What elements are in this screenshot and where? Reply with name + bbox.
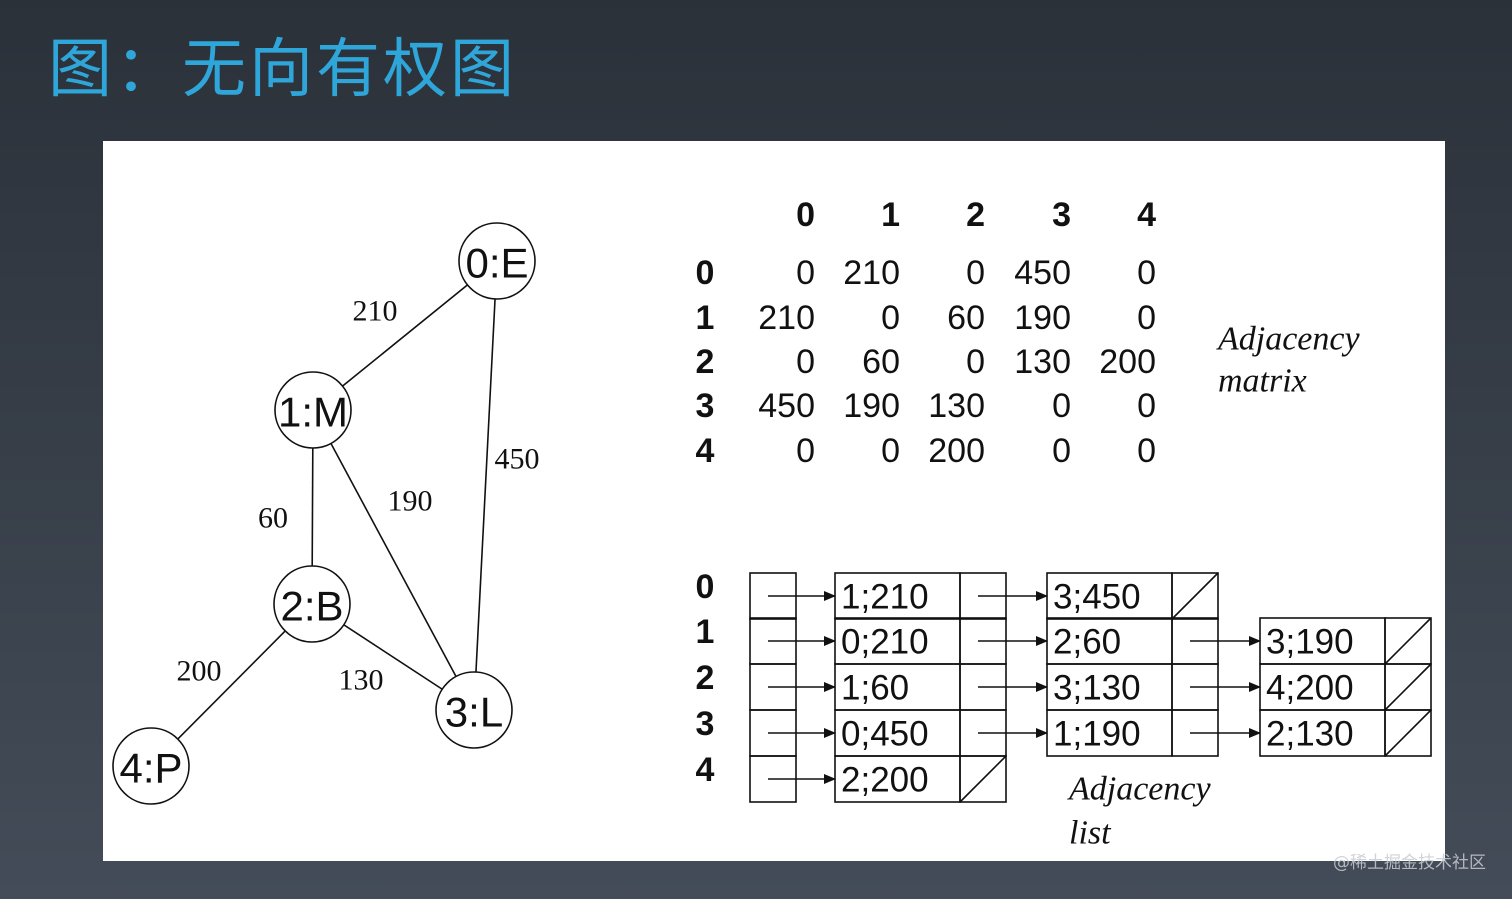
edge-weight-label: 450 xyxy=(495,443,540,476)
matrix-cell: 0 xyxy=(1137,299,1156,337)
list-entry: 1;190 xyxy=(1053,715,1141,754)
matrix-cell: 200 xyxy=(928,432,985,470)
matrix-cell: 0 xyxy=(796,254,815,292)
null-pointer-slash xyxy=(1384,663,1432,711)
adjacency-list: 0 1 2 3 4 1;210 3;450 0;210 2;60 3;190 1;60 3;130 4;… xyxy=(696,568,1432,852)
matrix-row-header: 1 xyxy=(696,299,715,337)
matrix-row-header: 0 xyxy=(696,254,715,292)
list-entry: 3;190 xyxy=(1266,623,1354,662)
null-pointer-slash xyxy=(1384,709,1432,757)
matrix-cell: 0 xyxy=(796,432,815,470)
matrix-cell: 0 xyxy=(881,299,900,337)
matrix-row-header: 4 xyxy=(696,432,715,470)
node-label: 3:L xyxy=(445,689,503,736)
adjacency-matrix: 0 1 2 3 4 0 1 2 3 4 0 210 0 450 0 210 0 60 190 0 0 60 0 130 200 4… xyxy=(696,196,1361,470)
matrix-cell: 60 xyxy=(947,299,985,337)
matrix-cell: 60 xyxy=(862,343,900,381)
node-circle xyxy=(112,727,190,805)
matrix-cell: 200 xyxy=(1099,343,1156,381)
matrix-col-header: 1 xyxy=(881,196,900,234)
matrix-caption-line2: matrix xyxy=(1218,363,1307,400)
list-row-header: 2 xyxy=(696,659,715,697)
list-caption-line1: Adjacency xyxy=(1067,771,1211,808)
matrix-cell: 210 xyxy=(843,254,900,292)
list-entry: 3;130 xyxy=(1053,669,1141,708)
edge-1-3 xyxy=(312,409,475,711)
slide-title: 图：无向有权图 xyxy=(48,33,517,107)
matrix-cell: 450 xyxy=(758,387,815,425)
node-circle xyxy=(435,671,513,749)
matrix-cell: 210 xyxy=(758,299,815,337)
list-entry: 2;200 xyxy=(841,761,929,800)
matrix-col-header: 4 xyxy=(1137,196,1156,234)
list-entry: 0;210 xyxy=(841,623,929,662)
matrix-col-header: 0 xyxy=(796,196,815,234)
list-row-header: 1 xyxy=(696,613,715,651)
matrix-row-header: 2 xyxy=(696,343,715,381)
node-label: 4:P xyxy=(119,745,182,792)
matrix-cell: 0 xyxy=(1052,432,1071,470)
list-row-header: 4 xyxy=(696,751,715,789)
matrix-cell: 0 xyxy=(881,432,900,470)
null-pointer-slash xyxy=(1384,617,1432,665)
list-node-pointer-cell xyxy=(959,755,1007,803)
matrix-cell: 0 xyxy=(1137,432,1156,470)
matrix-col-header: 3 xyxy=(1052,196,1071,234)
edge-weights: 210 450 60 190 130 200 xyxy=(177,295,540,697)
edge-weight-label: 60 xyxy=(258,502,288,535)
list-entry: 2;130 xyxy=(1266,715,1354,754)
watermark: @稀土掘金技术社区 xyxy=(1333,853,1486,873)
node-label: 2:B xyxy=(280,583,343,630)
edge-weight-label: 190 xyxy=(388,485,433,518)
edge-weight-label: 200 xyxy=(177,655,222,688)
matrix-col-header: 2 xyxy=(966,196,985,234)
edge-0-3 xyxy=(473,260,498,711)
edge-weight-label: 130 xyxy=(339,664,384,697)
graph-nodes: 0:E 1:M 2:B 3:L 4:P xyxy=(112,222,536,805)
matrix-cell: 0 xyxy=(966,254,985,292)
node-label: 1:M xyxy=(278,389,348,436)
node-circle xyxy=(458,222,536,300)
matrix-row-header: 3 xyxy=(696,387,715,425)
edge-weight-label: 210 xyxy=(353,295,398,328)
matrix-cell: 450 xyxy=(1014,254,1071,292)
matrix-cell: 190 xyxy=(1014,299,1071,337)
null-pointer-slash xyxy=(1171,572,1219,620)
list-entry: 2;60 xyxy=(1053,623,1121,662)
matrix-cell: 0 xyxy=(1137,254,1156,292)
matrix-cell: 190 xyxy=(843,387,900,425)
list-node-pointer-cell xyxy=(1384,709,1432,757)
edge-0-1 xyxy=(312,260,498,411)
list-caption-line2: list xyxy=(1069,815,1112,852)
list-entry: 1;210 xyxy=(841,578,929,617)
list-entry: 0;450 xyxy=(841,715,929,754)
node-circle xyxy=(274,371,352,449)
matrix-cell: 0 xyxy=(1137,387,1156,425)
list-row-header: 3 xyxy=(696,705,715,743)
list-entry: 1;60 xyxy=(841,669,909,708)
list-node-pointer-cell xyxy=(1171,572,1219,620)
list-row-header: 0 xyxy=(696,568,715,606)
list-entry: 4;200 xyxy=(1266,669,1354,708)
matrix-cell: 0 xyxy=(1052,387,1071,425)
node-label: 0:E xyxy=(465,240,528,287)
matrix-caption-line1: Adjacency xyxy=(1216,321,1360,358)
node-circle xyxy=(273,565,351,643)
null-pointer-slash xyxy=(959,755,1007,803)
matrix-cell: 0 xyxy=(966,343,985,381)
matrix-cell: 130 xyxy=(928,387,985,425)
matrix-cell: 0 xyxy=(796,343,815,381)
list-entry: 3;450 xyxy=(1053,578,1141,617)
matrix-cell: 130 xyxy=(1014,343,1071,381)
